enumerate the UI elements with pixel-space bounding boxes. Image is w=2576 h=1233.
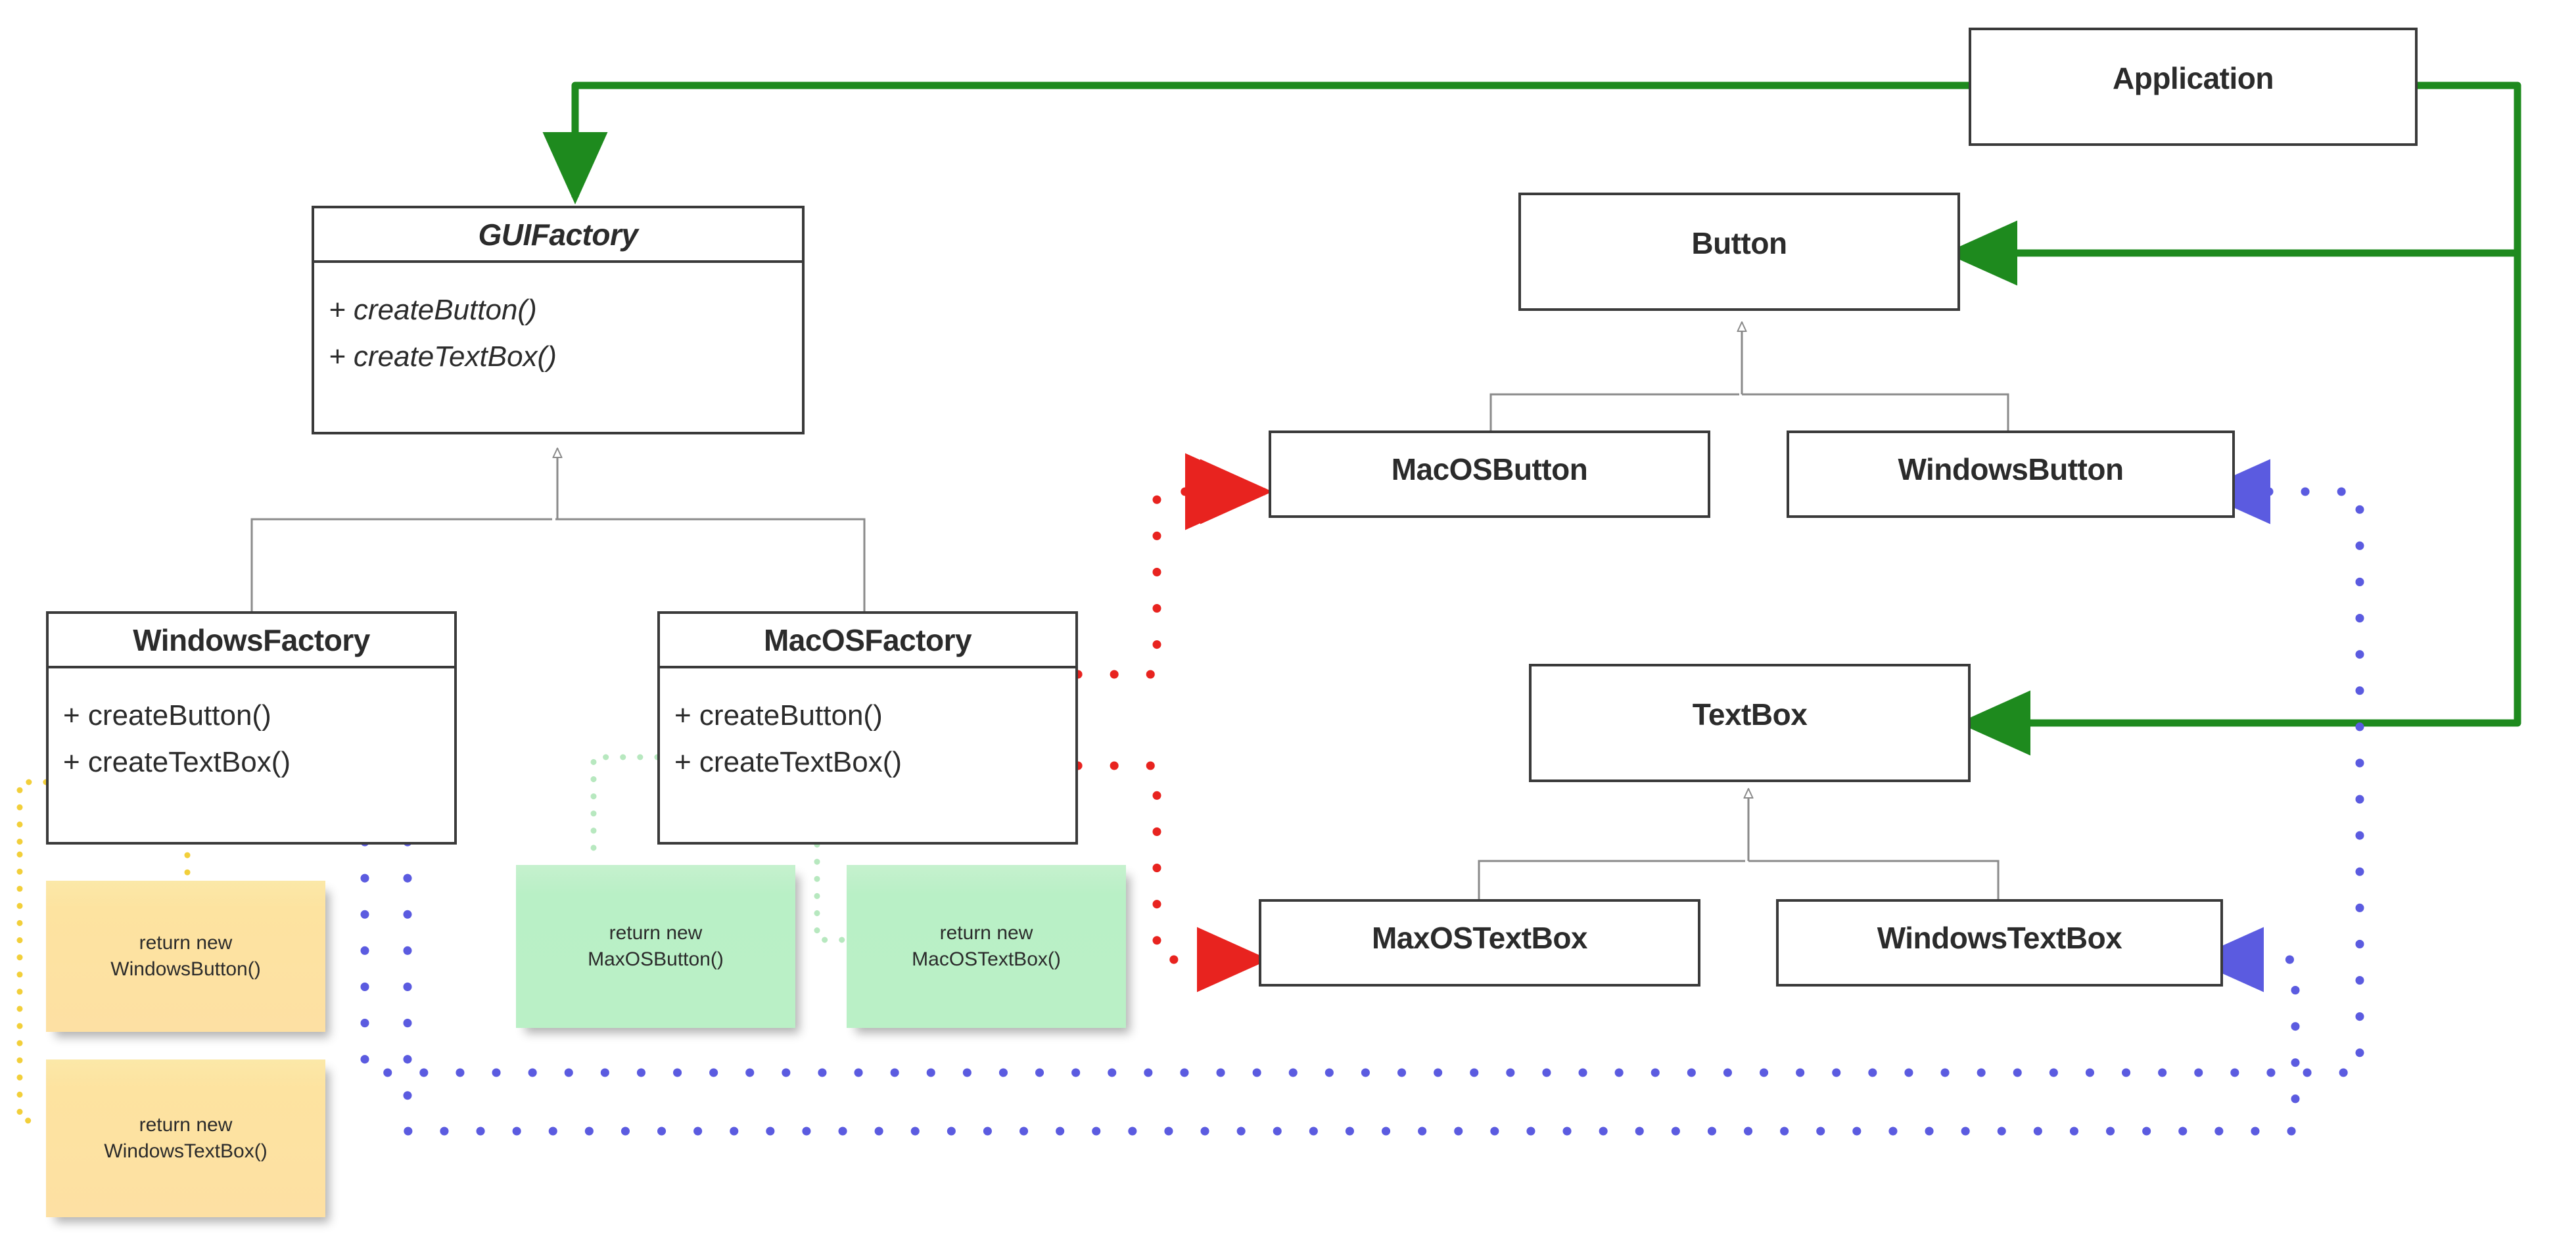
class-box-windowstextbox[interactable]: WindowsTextBox [1776,899,2223,987]
member-createtextbox: + createTextBox() [329,340,557,373]
member-createbutton: + createButton() [329,294,537,326]
class-title-application: Application [2113,61,2274,95]
class-title-guifactory: GUIFactory [478,218,638,252]
class-title-windowsbutton: WindowsButton [1898,452,2124,486]
class-title-macostextbox: MaxOSTextBox [1371,921,1588,955]
note-line-1: return new [609,922,703,944]
note-line-1: return new [939,922,1033,944]
generalization-factories [250,448,866,611]
class-title-macosbutton: MacOSButton [1391,452,1588,486]
member-createtextbox: + createTextBox() [63,746,291,779]
note-anchor-macos-textbox [814,841,850,943]
note-anchor-macos-button [590,754,661,868]
generalization-textboxes [1478,789,2000,899]
generalization-buttons [1489,322,2009,430]
note-anchor-windows-textbox [16,851,48,1124]
class-divider-guifactory [314,260,802,263]
class-box-windowsfactory[interactable]: WindowsFactory + createButton() + create… [46,611,457,845]
note-macos-button[interactable]: return new MaxOSButton() [516,865,795,1028]
class-divider-windowsfactory [49,666,454,668]
class-box-macostextbox[interactable]: MaxOSTextBox [1259,899,1700,987]
note-macos-button-text: return new MaxOSButton() [588,920,724,972]
note-line-2: MaxOSButton() [588,948,724,970]
note-line-1: return new [139,932,233,954]
class-members-guifactory: + createButton() + createTextBox() [314,263,802,381]
class-box-macosfactory[interactable]: MacOSFactory + createButton() + createTe… [657,611,1078,845]
note-windows-button-text: return new WindowsButton() [110,930,260,982]
note-windows-textbox-text: return new WindowsTextBox() [104,1112,267,1164]
member-createbutton: + createButton() [674,699,883,732]
member-createtextbox: + createTextBox() [674,746,902,779]
class-box-application[interactable]: Application [1969,28,2418,146]
class-box-textbox[interactable]: TextBox [1529,664,1971,782]
class-title-macosfactory: MacOSFactory [763,623,972,657]
note-windows-textbox[interactable]: return new WindowsTextBox() [46,1059,325,1217]
class-box-guifactory[interactable]: GUIFactory + createButton() + createText… [312,206,805,434]
class-title-windowstextbox: WindowsTextBox [1877,921,2122,955]
class-title-button: Button [1691,226,1787,260]
note-macos-textbox[interactable]: return new MacOSTextBox() [847,865,1126,1028]
note-line-2: WindowsTextBox() [104,1140,268,1162]
note-line-2: MacOSTextBox() [912,948,1061,970]
note-windows-button[interactable]: return new WindowsButton() [46,881,325,1032]
class-title-windowsfactory: WindowsFactory [133,623,370,657]
class-box-windowsbutton[interactable]: WindowsButton [1787,430,2235,518]
note-macos-textbox-text: return new MacOSTextBox() [912,920,1061,972]
note-line-1: return new [139,1114,233,1136]
class-title-textbox: TextBox [1692,697,1808,732]
class-members-windowsfactory: + createButton() + createTextBox() [49,668,454,786]
member-createbutton: + createButton() [63,699,271,732]
note-line-2: WindowsButton() [110,958,261,980]
class-divider-macosfactory [660,666,1075,668]
dependency-application-guifactory [542,81,1969,204]
creates-macosfactory-macosbutton [1073,453,1273,679]
class-members-macosfactory: + createButton() + createTextBox() [660,668,1075,786]
class-box-button[interactable]: Button [1518,193,1960,311]
class-box-macosbutton[interactable]: MacOSButton [1269,430,1710,518]
